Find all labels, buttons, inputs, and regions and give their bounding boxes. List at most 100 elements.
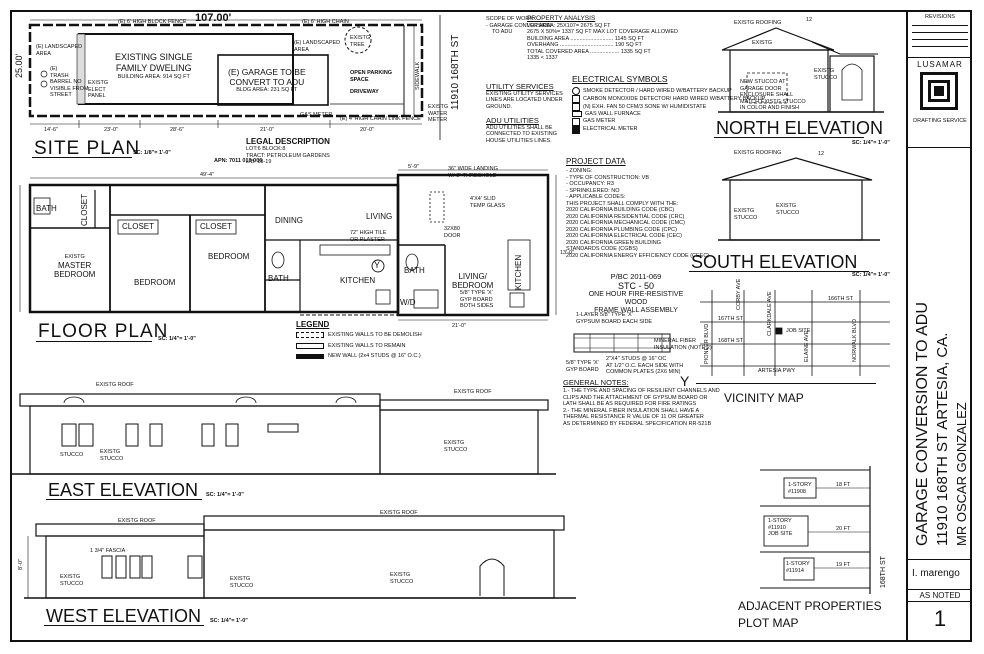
adjacent-title: ADJACENT PROPERTIES PLOT MAP xyxy=(738,598,882,632)
site-street-text: 11910 168TH ST xyxy=(450,34,461,110)
pd-l8: 2020 CALIFORNIA RESIDENTIAL CODE (CRC) xyxy=(566,213,685,220)
company-box: LUSAMAR DRAFTING SERVICE xyxy=(908,58,972,148)
electrical-symbols: ELECTRICAL SYMBOLS SMOKE DETECTOR / HARD… xyxy=(572,74,765,134)
stc-desc-l1: ONE HOUR FIRE-RESISTIVE WOOD xyxy=(588,291,684,306)
site-parking: OPEN PARKING SPACE DRIVEWAY xyxy=(350,70,392,96)
project-data: PROJECT DATA - ZONING: - TYPE OF CONSTRU… xyxy=(566,157,709,259)
drawn-by: I. marengo xyxy=(912,568,960,579)
fp-landing-l2: W/ 3" THRESHOLD xyxy=(448,172,497,179)
stc-studs-l1: 2"X4" STUDS @ 16" OC xyxy=(606,356,667,362)
gn-l4: 2.- THE MINERAL FIBER INSULATION SHALL H… xyxy=(563,407,700,414)
legend-solid-swatch xyxy=(296,353,324,359)
room-closet-1: CLOSET xyxy=(80,193,89,226)
smoke-detector-icon xyxy=(572,87,580,95)
elec-meter-label: ELECTRICAL METER xyxy=(583,126,638,133)
west-stucco-2-l1: EXISTG xyxy=(230,576,251,582)
title-block: REVISIONS LUSAMAR DRAFTING SERVICE GARAG… xyxy=(906,12,972,640)
west-height: 8'-0" xyxy=(18,559,24,570)
south-roofing: EXISTG ROOFING xyxy=(734,150,782,156)
stc-gyp-note: 5/8" TYPE 'X' GYP BOARD xyxy=(566,360,599,373)
adj-prop-1-l1: 1-STORY xyxy=(788,482,812,488)
adj-prop-3-l1: 1-STORY xyxy=(786,561,810,567)
company-sub: DRAFTING SERVICE xyxy=(913,118,967,124)
adu-util-l2: CONNECTED TO EXISTING xyxy=(486,131,558,137)
elec-smoke-label: SMOKE DETECTOR / HARD WIRED W/BATTERY BA… xyxy=(583,87,732,94)
site-elect-l3: PANEL xyxy=(88,93,106,99)
property-analysis: PROPERTY ANALYSIS LOT AREA: 25X107= 2675… xyxy=(527,15,678,62)
site-trash-l1: (E) xyxy=(50,66,58,72)
fp-door-l1: 32X80 xyxy=(444,226,460,232)
room-adu-kitchen: KITCHEN xyxy=(514,254,523,290)
legend-heading: LEGEND xyxy=(296,320,330,329)
furnace-icon xyxy=(572,111,582,118)
pd-l11: 2020 CALIFORNIA ELECTRICAL CODE (CEC) xyxy=(566,233,682,239)
site-main-l1: EXISTING SINGLE xyxy=(115,52,193,62)
stc-studs-note: 2"X4" STUDS @ 16" OC AT 1/2" O.C. EACH S… xyxy=(606,356,683,376)
pd-l13: STANDARDS CODE (CGBS) xyxy=(566,246,638,252)
adj-prop-1-dist: 18 FT xyxy=(836,482,851,488)
fp-note-door: 32X80 DOOR xyxy=(444,226,461,239)
gn-l5: THERMAL RESISTANCE R VALUE OF 11 OR GREA… xyxy=(563,414,704,420)
adjacent-title-l2: PLOT MAP xyxy=(738,616,799,630)
south-stucco-right-l2: STUCCO xyxy=(776,209,800,216)
fp-note-landing: 36" WIDE LANDING W/ 3" THRESHOLD xyxy=(448,166,498,179)
vic-clarkdale: CLARKDALE AVE xyxy=(767,291,773,336)
adu-utilities: ADU UTILITIES ADU UTILITIES SHALL BE CON… xyxy=(486,117,558,144)
north-roofing: EXISTG ROOFING xyxy=(734,20,782,26)
pd-l10: 2020 CALIFORNIA PLUMBING CODE (CPC) xyxy=(566,226,677,233)
project-title: GARAGE CONVERSION TO ADU xyxy=(914,302,931,546)
floor-plan-title: FLOOR PLAN xyxy=(38,321,169,342)
co-detector-icon xyxy=(572,95,580,103)
fp-door-l2: DOOR xyxy=(444,232,461,239)
west-roof-1: EXISTG ROOF xyxy=(118,518,156,524)
property-l1: LOT AREA: 25X107= 2675 SQ FT xyxy=(527,22,611,29)
north-door-note: NEW STUCCO AT GARAGE DOOR ENCLOSURE SHAL… xyxy=(740,79,806,112)
pd-l5: - APPLICABLE CODES: xyxy=(566,194,626,200)
fp-gyp-l3: BOTH SIDES xyxy=(460,303,494,309)
site-gas-meter: GAS METER xyxy=(300,112,332,119)
scope-l1: - GARAGE CONVERSION xyxy=(486,22,552,29)
site-dim-2: 23'-0" xyxy=(104,127,119,133)
site-fence-bot: (E) 4' HIGH CHAIN LINK FENCE xyxy=(340,116,421,122)
north-door-l1: NEW STUCCO AT xyxy=(740,79,786,85)
east-elevation-title: EAST ELEVATION xyxy=(48,480,199,500)
adj-prop-2-l2: #11910 xyxy=(768,524,786,531)
site-elect-panel: EXISTG ELECT PANEL xyxy=(88,80,108,100)
east-stucco-1-l1: EXISTG xyxy=(100,449,121,455)
floor-plan-scale: SC: 1/4"= 1'-0" xyxy=(158,336,196,342)
site-trash-l3: BARREL NO xyxy=(50,79,82,85)
elec-item-gas: GAS METER xyxy=(572,117,765,126)
west-roof-2: EXISTG ROOF xyxy=(380,510,418,516)
gn-l1: 1.- THE TYPE AND SPACING OF RESILIENT CH… xyxy=(563,388,720,394)
room-bath-1: BATH xyxy=(36,204,57,213)
north-stucco-right: EXISTG STUCCO xyxy=(814,68,837,81)
vic-elaine: ELAINE AVE xyxy=(804,330,810,362)
east-stucco-2-l2: STUCCO xyxy=(60,452,84,458)
fp-gyp-l2: GYP BOARD xyxy=(460,296,493,303)
utility-l3: GROUND. xyxy=(486,103,512,110)
fp-slid-l1: 4'X4' SLID xyxy=(470,196,496,202)
fp-note-tile: 72" HIGH TILE OR PLASTER xyxy=(350,230,386,243)
north-door-l3: ENCLOSURE SHALL xyxy=(740,92,794,98)
pd-l14: 2020 CALIFORNIA ENERGY EFFICIENCY CODE (… xyxy=(566,252,710,259)
fp-dim-4: 13'-0" xyxy=(560,250,575,256)
site-tree: EXISTG TREE xyxy=(350,35,370,48)
site-landscaped-right-l1: (E) LANDSCAPED xyxy=(294,40,341,46)
company-name: LUSAMAR xyxy=(917,60,963,69)
room-master-l1: EXISTG xyxy=(64,254,85,260)
west-fascia: 1 3/4" FASCIA xyxy=(90,548,126,554)
site-elect-l2: ELECT xyxy=(88,86,106,93)
general-notes-heading: GENERAL NOTES: xyxy=(563,378,629,387)
project-address: 11910 168TH ST ARTESIA, CA. xyxy=(934,332,951,546)
east-stucco-3-l2: STUCCO xyxy=(444,446,468,453)
stc-layer-l2: GYPSUM BOARD EACH SIDE xyxy=(576,318,653,325)
drawing-sheet-border xyxy=(10,10,972,642)
revisions-label: REVISIONS xyxy=(925,14,955,20)
adj-prop-2-dist: 20 FT xyxy=(836,526,851,532)
site-landscaped-right-l2: AREA xyxy=(294,46,309,53)
site-dim-5: 20'-0" xyxy=(360,127,375,133)
south-title-underline xyxy=(689,271,869,272)
east-stucco-2: STUCCO xyxy=(60,452,83,459)
fp-gyp-l1: 5/8" TYPE 'X' xyxy=(460,290,493,296)
adj-prop-1-l2: #11908 xyxy=(788,488,806,495)
